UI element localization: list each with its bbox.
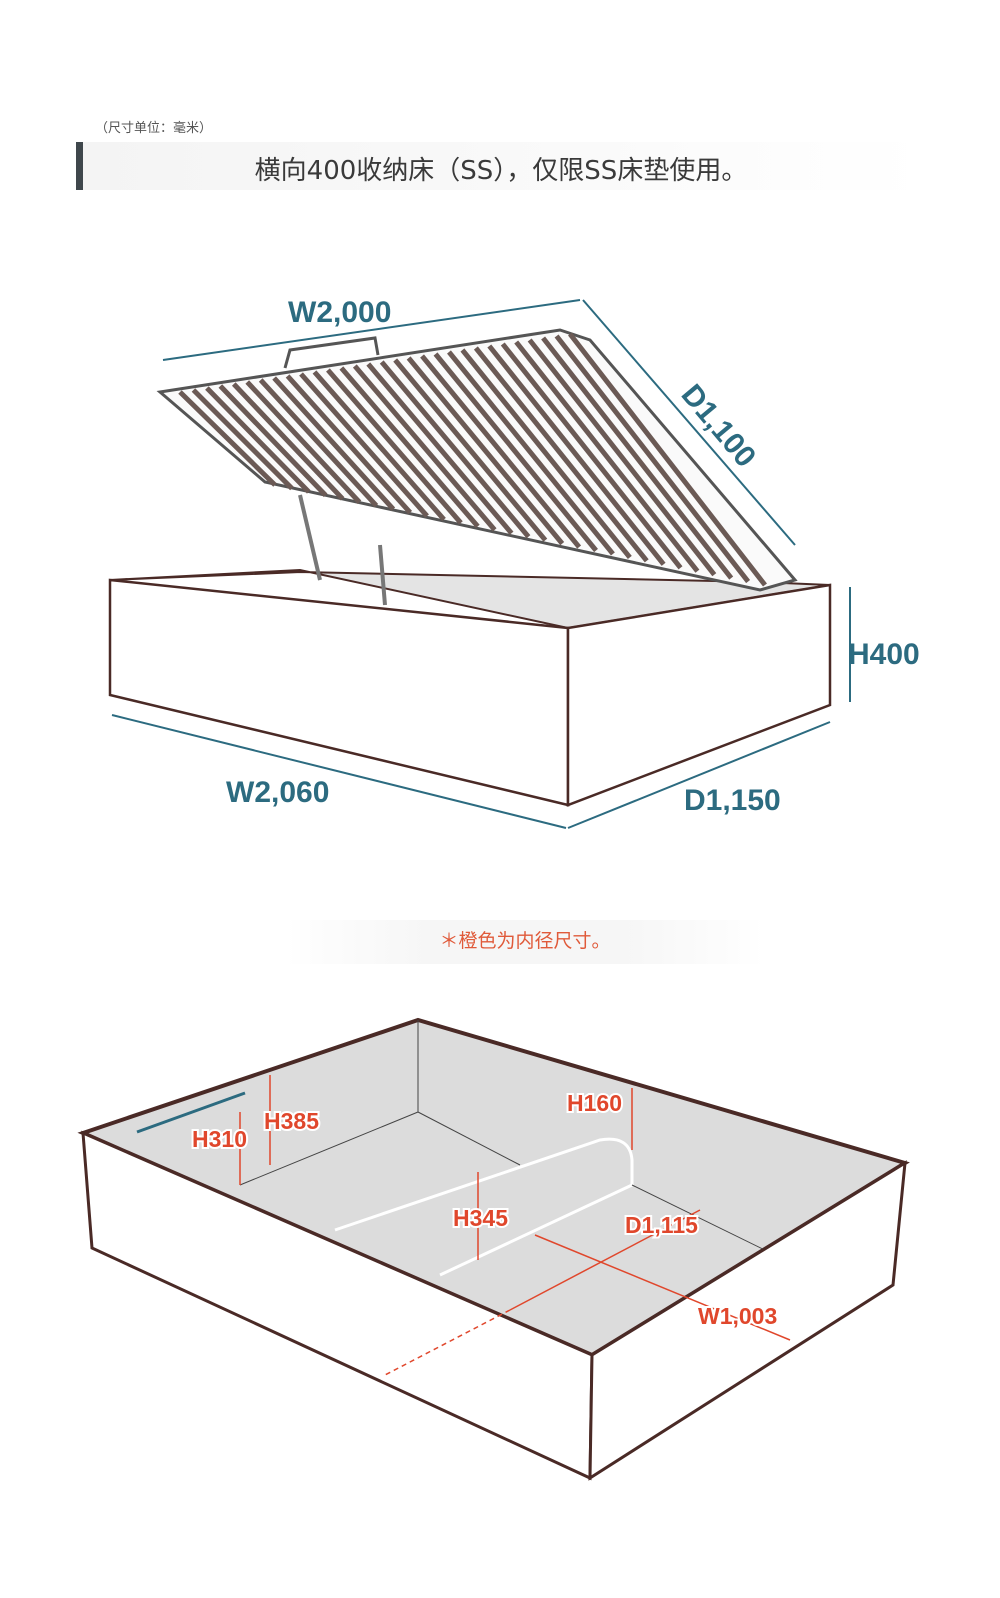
lid-slats [178, 332, 767, 587]
depth-label: D1,150 [684, 784, 781, 817]
slat [312, 370, 446, 522]
slat [460, 348, 632, 559]
slat [352, 364, 497, 532]
page-title: 横向400收纳床（SS），仅限SS床垫使用。 [254, 156, 748, 186]
box-front [81, 1130, 594, 1481]
slat [514, 340, 700, 573]
slat [366, 362, 514, 535]
inner-dimension-note: ＊橙色为内径尺寸。 [285, 920, 765, 964]
interior-edge [239, 1020, 419, 1186]
slat [245, 380, 362, 504]
slat [473, 346, 649, 563]
h345-label: H345 [453, 1205, 508, 1231]
slat [420, 354, 582, 549]
gas-strut [378, 544, 387, 606]
slat [379, 360, 531, 539]
h160-label: H160 [567, 1090, 622, 1116]
gas-strut [298, 494, 322, 581]
height-label: H400 [848, 638, 920, 671]
h310-label: H310 [192, 1126, 247, 1152]
slat [178, 390, 277, 487]
title-bar: 横向400收纳床（SS），仅限SS床垫使用。 [76, 142, 926, 190]
bed-base-side [566, 583, 832, 807]
slat [433, 352, 598, 553]
slat [231, 382, 345, 501]
outer-dimension-lines [111, 299, 851, 829]
title-accent-bar [76, 142, 83, 190]
slat [447, 350, 615, 556]
slat [568, 332, 767, 587]
slat [191, 388, 294, 491]
slat [393, 358, 548, 542]
inner-depth-label: D1,115 [625, 1212, 698, 1238]
inner-dimension-lines [239, 1075, 791, 1376]
rail-marker [136, 1091, 246, 1134]
lid-handle [283, 336, 380, 369]
unit-note: （尺寸单位：毫米） [95, 120, 213, 135]
slat [218, 384, 328, 498]
slat [500, 342, 683, 570]
width-label: W2,060 [226, 776, 329, 809]
slat [406, 356, 565, 546]
h385-label: H385 [264, 1108, 319, 1134]
interior-floor [77, 1017, 910, 1358]
box-side [588, 1160, 907, 1481]
slat [326, 368, 463, 525]
slat [527, 338, 717, 577]
storage-bed-open-diagram: W2,000 D1,100 H400 W2,060 D1,150 [108, 296, 920, 829]
slat [285, 374, 413, 515]
slat [272, 376, 396, 511]
slat [299, 372, 429, 518]
slat [541, 336, 734, 580]
slat [554, 334, 751, 584]
lid-width-label: W2,000 [288, 296, 391, 329]
slat [339, 366, 480, 529]
center-divider [334, 1137, 634, 1277]
slat [205, 386, 311, 494]
inner-width-label: W1,003 [698, 1303, 777, 1329]
slat [258, 378, 379, 508]
slat [487, 344, 666, 566]
